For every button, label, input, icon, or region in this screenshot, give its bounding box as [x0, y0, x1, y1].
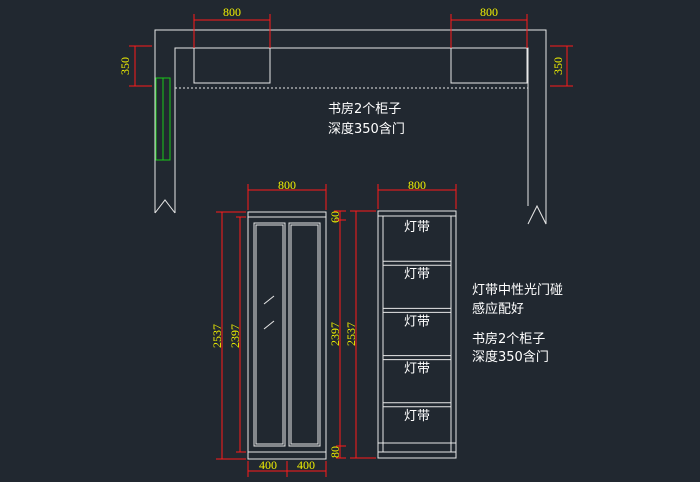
door-glass-reflect-1	[263, 295, 275, 305]
shelf-light-label: 灯带	[404, 362, 430, 377]
shelf-boards	[383, 260, 451, 408]
note-line2: 感应配好	[472, 301, 524, 317]
door-frame	[247, 211, 327, 460]
door-glass-reflect-2	[263, 320, 275, 330]
plan-dim-top-left: 800	[223, 5, 241, 19]
door-panel-right	[288, 222, 321, 447]
door-panel-left	[253, 222, 286, 447]
door-dim-height-total: 2537	[210, 324, 224, 348]
plan-dim-top-right: 800	[480, 5, 498, 19]
shelf-frame	[377, 210, 457, 459]
plan-note-line2: 深度350含门	[328, 121, 405, 137]
plan-view	[154, 29, 547, 225]
door-dim-width: 800	[278, 178, 296, 192]
door-elevation	[247, 211, 327, 460]
shelf-light-label: 灯带	[404, 314, 430, 329]
shelf-dim-height-inner: 2397	[328, 322, 342, 346]
note-line4: 深度350含门	[472, 349, 549, 365]
shelf-light-label: 灯带	[404, 267, 430, 282]
plan-recess-left	[193, 47, 271, 84]
plan-dimensions	[129, 14, 573, 87]
plan-dim-left-height: 350	[118, 57, 132, 75]
door-panel-left-inner	[255, 224, 284, 445]
shelf-dim-width: 800	[408, 178, 426, 192]
plan-note-line1: 书房2个柜子	[328, 101, 401, 117]
shelf-light-label: 灯带	[404, 220, 430, 235]
plan-outline-outer	[154, 29, 547, 225]
plan-outline-inner	[174, 47, 529, 213]
plan-dim-right-height: 350	[551, 57, 565, 75]
door-dim-height-inner: 2397	[228, 324, 242, 348]
shelf-dim-top: 60	[328, 211, 342, 223]
shelf-elevation	[377, 210, 457, 459]
note-line3: 书房2个柜子	[472, 331, 545, 347]
note-line1: 灯带中性光门碰	[472, 283, 563, 298]
plan-recess-right	[450, 47, 528, 84]
shelf-light-label: 灯带	[404, 409, 430, 424]
door-dim-panel-left: 400	[259, 458, 277, 472]
shelf-dim-bottom: 80	[328, 446, 342, 458]
door-panel-right-inner	[290, 224, 319, 445]
shelf-dim-height-total: 2537	[344, 322, 358, 346]
door-dim-panel-right: 400	[297, 458, 315, 472]
shelf-dimensions	[334, 184, 457, 459]
plan-left-break	[154, 199, 176, 214]
door-dimensions	[216, 184, 327, 477]
